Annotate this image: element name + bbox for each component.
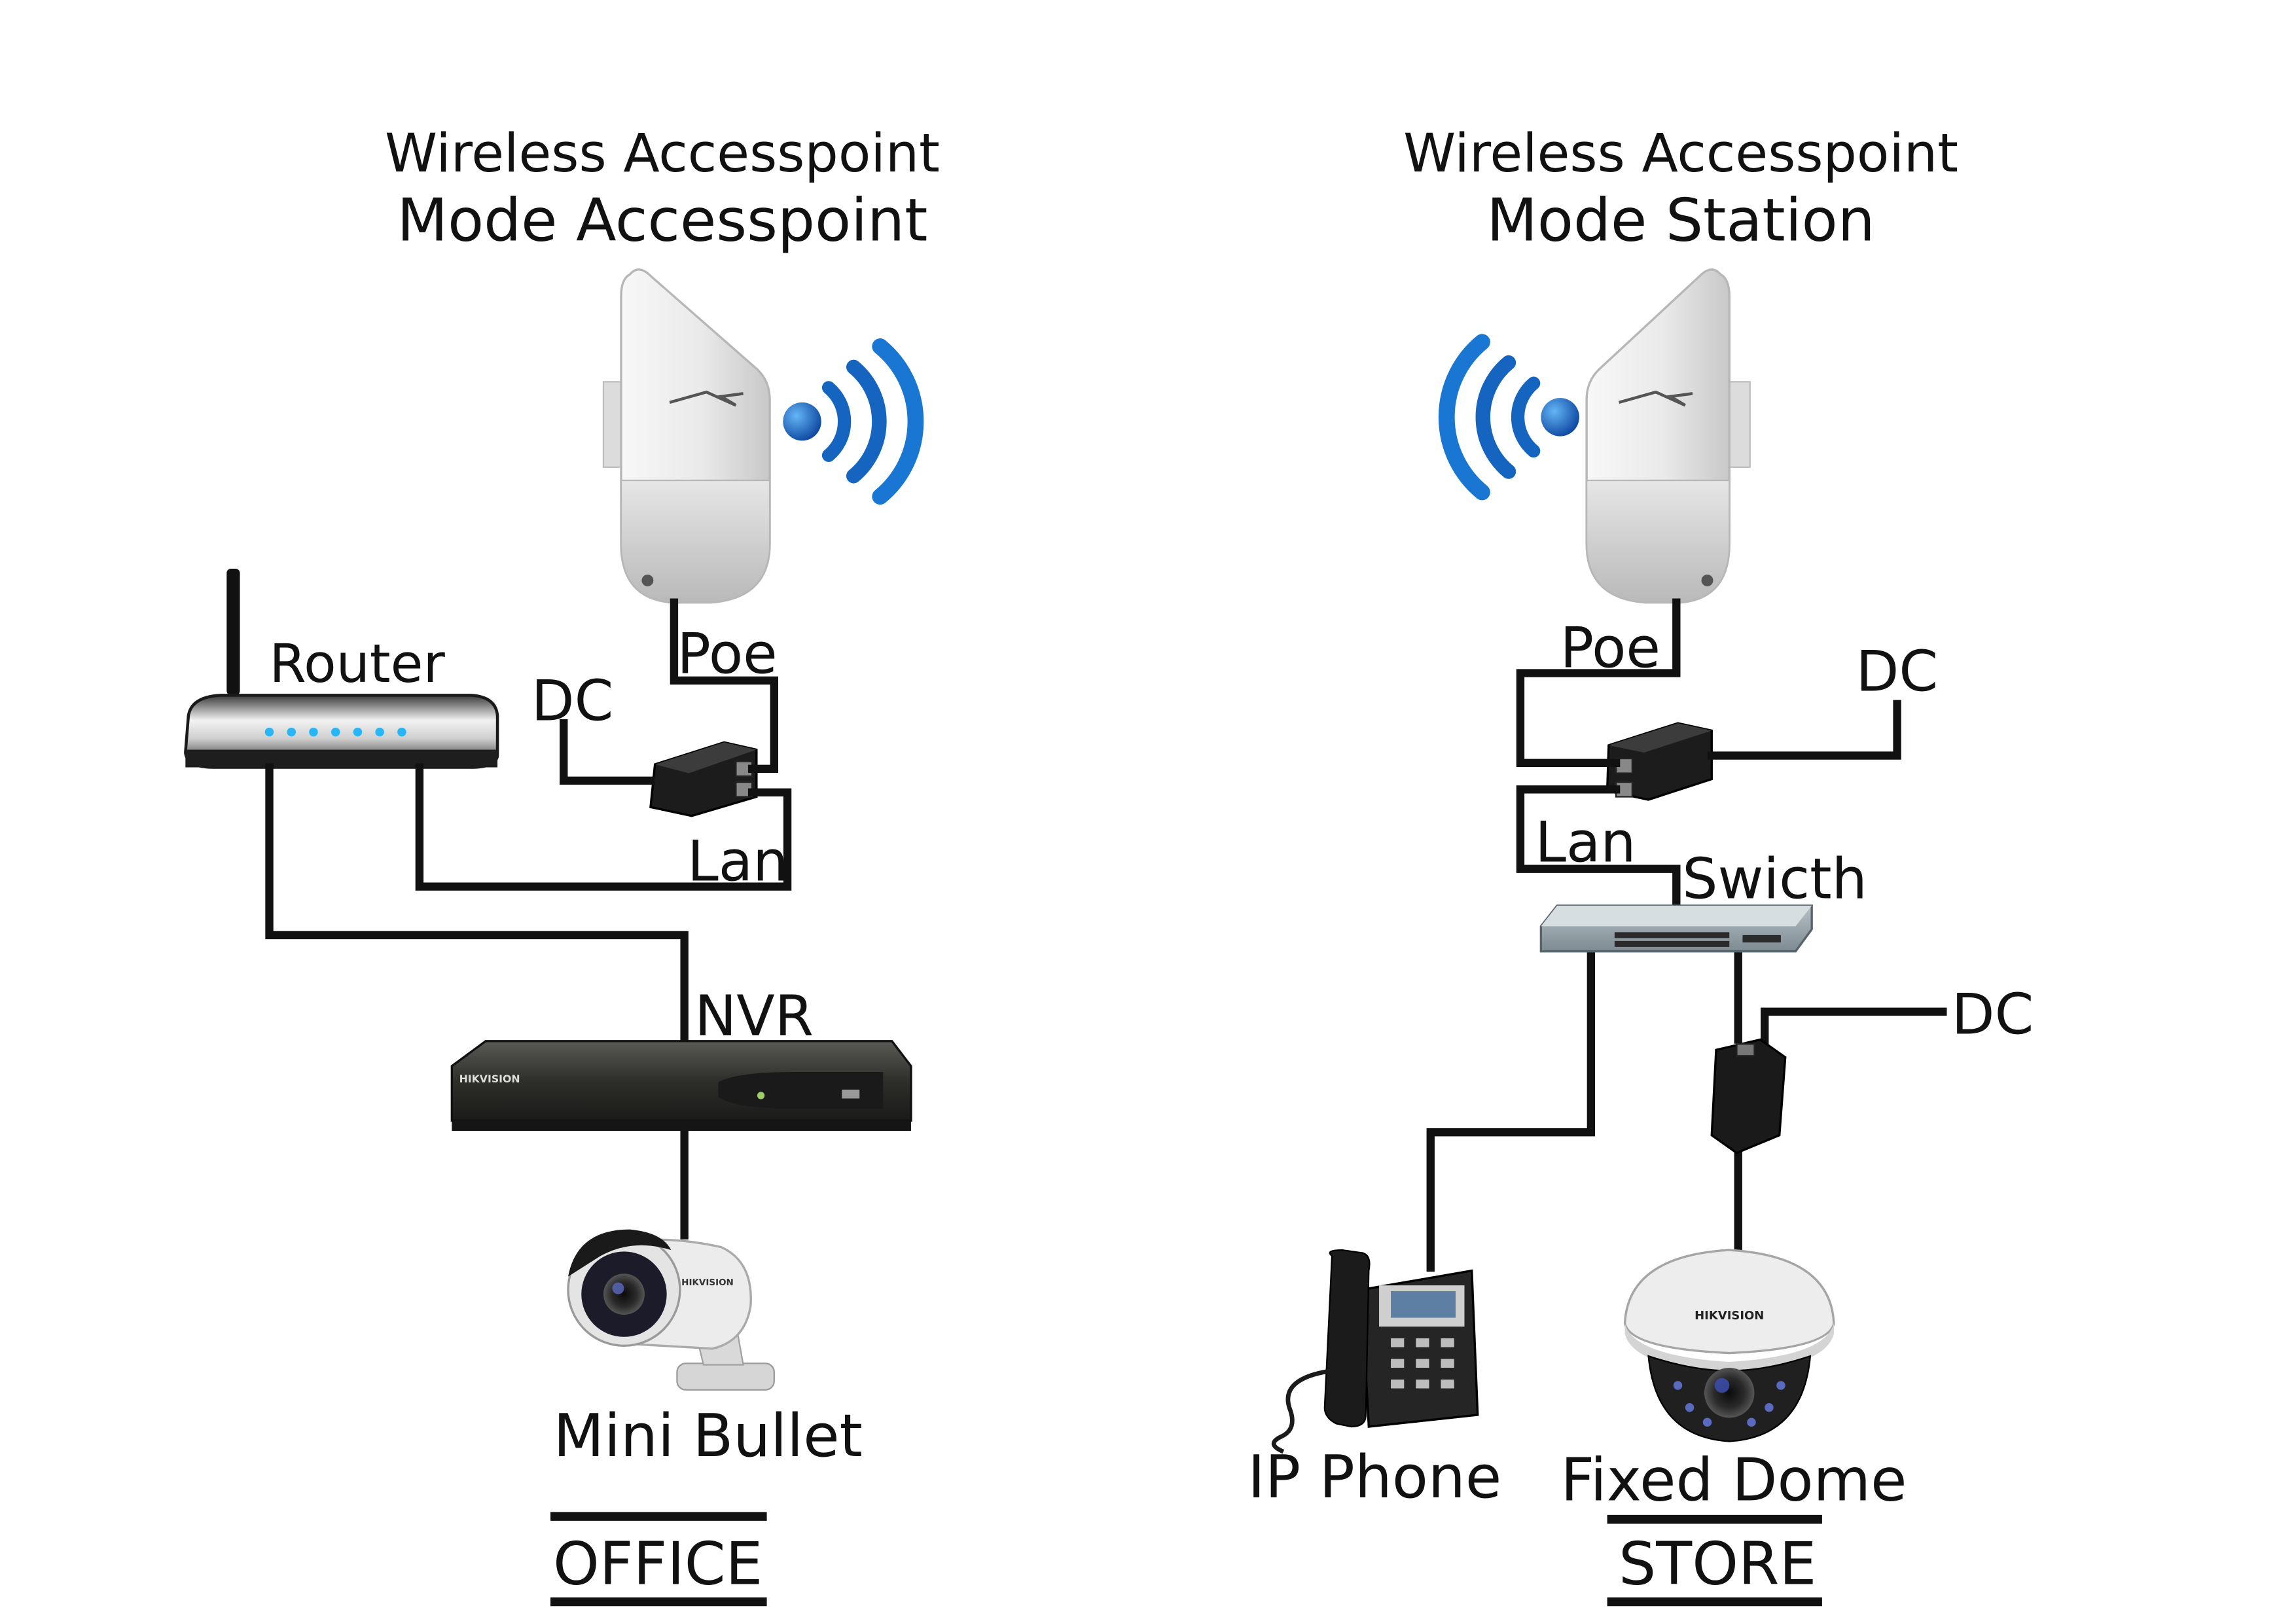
store-ap-mode: Mode Station [1486, 187, 1874, 255]
office-lan-label: Lan [687, 830, 788, 895]
office-ap-title: Wireless Accesspoint [385, 123, 940, 185]
camera-brand-store: HIKVISION [1695, 1309, 1764, 1323]
poe-cable [1516, 598, 1681, 767]
dc-cable [560, 719, 655, 785]
wifi-signal-icon [783, 338, 924, 505]
fixed-dome-label: Fixed Dome [1561, 1446, 1907, 1514]
mini-bullet-label: Mini Bullet [553, 1402, 862, 1471]
router-label: Router [270, 633, 446, 695]
camera-dc-cable [1761, 1007, 1947, 1051]
office-poe-label: Poe [677, 622, 777, 687]
office-site-label: OFFICE [553, 1531, 762, 1599]
office-dc-label: DC [531, 669, 613, 734]
store-ap-title: Wireless Accesspoint [1403, 123, 1958, 185]
office-ap-mode: Mode Accesspoint [397, 187, 927, 255]
access-point-icon [602, 268, 771, 604]
poe-injector-icon [1710, 1038, 1787, 1154]
poe-injector-icon [649, 741, 758, 817]
dome-camera-icon: HIKVISION [1623, 1249, 1835, 1442]
ip-phone-label: IP Phone [1247, 1444, 1501, 1512]
store-lan-label: Lan [1535, 810, 1636, 875]
access-point-icon [1585, 268, 1751, 604]
poe-cable [670, 598, 779, 773]
switch-icon [1539, 904, 1813, 953]
store-camera-dc-label: DC [1952, 983, 2034, 1048]
ip-phone-icon [1271, 1249, 1479, 1454]
store-site-label: STORE [1619, 1531, 1816, 1599]
switch-label: Swicth [1682, 847, 1867, 912]
camera-brand-office: HIKVISION [681, 1277, 734, 1288]
wifi-signal-icon [1438, 334, 1579, 501]
office-section: Wireless Accesspoint Mode Accesspoint [184, 123, 940, 1607]
bullet-camera-icon: HIKVISION [567, 1229, 775, 1391]
switch-phone-cable [1426, 948, 1596, 1272]
store-poe-label: Poe [1560, 616, 1660, 681]
lan-cable [1516, 785, 1681, 910]
nvr-icon: HIKVISION [450, 1040, 912, 1131]
dc-cable [1708, 700, 1901, 760]
nvr-brand: HIKVISION [459, 1073, 520, 1085]
router-icon [184, 568, 499, 769]
store-dc-label: DC [1856, 640, 1938, 705]
poe-injector-icon [1605, 722, 1713, 801]
lan-cable [415, 763, 792, 891]
nvr-label: NVR [694, 984, 814, 1049]
router-nvr-cable [265, 763, 689, 1048]
store-section: Wireless Accesspoint Mode Station [1247, 123, 2034, 1607]
